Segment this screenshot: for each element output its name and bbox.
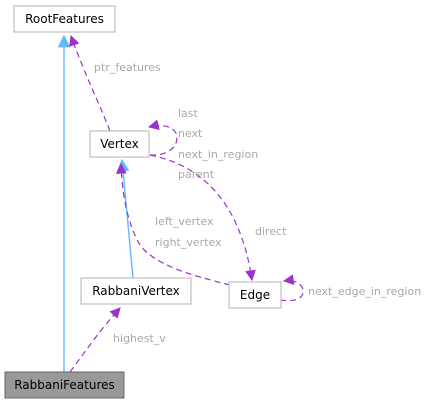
edge-vertex-self-loop (147, 119, 178, 156)
node-edge-label: Edge (240, 288, 270, 302)
node-vertex[interactable]: Vertex (89, 130, 150, 158)
edge-highest-v (69, 307, 121, 373)
edge-direct (149, 154, 256, 282)
label-next-edge-in-region: next_edge_in_region (308, 285, 421, 298)
label-parent: parent (178, 168, 215, 181)
label-last: last (178, 107, 199, 120)
node-rabbani-features-label: RabbaniFeatures (14, 378, 115, 392)
edge-edge-self-loop (279, 274, 304, 302)
label-highest-v: highest_v (113, 332, 166, 345)
node-edge[interactable]: Edge (228, 281, 282, 309)
label-next: next (178, 127, 203, 140)
label-ptr-features: ptr_features (94, 61, 161, 74)
label-right-vertex: right_vertex (155, 236, 222, 249)
edge-ptr-features (69, 34, 111, 132)
node-root-features[interactable]: RootFeatures (13, 5, 116, 33)
node-rabbani-features[interactable]: RabbaniFeatures (4, 371, 125, 399)
label-left-vertex: left_vertex (155, 215, 214, 228)
node-root-features-label: RootFeatures (25, 12, 104, 26)
inherit-edge-rabbanivertex-vertex (116, 158, 134, 279)
label-direct: direct (255, 225, 287, 238)
node-vertex-label: Vertex (100, 137, 139, 151)
node-rabbani-vertex-label: RabbaniVertex (92, 284, 180, 298)
edge-left-right-vertex (115, 162, 231, 286)
label-next-in-region: next_in_region (178, 148, 258, 161)
node-rabbani-vertex[interactable]: RabbaniVertex (80, 277, 192, 305)
